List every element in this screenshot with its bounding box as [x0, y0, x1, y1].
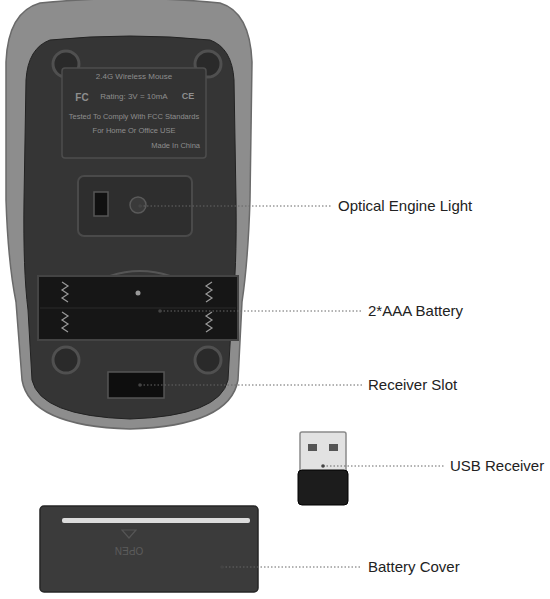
open-arrow: [122, 530, 136, 538]
mouse-shell: [6, 0, 252, 429]
printed-text: Rating: 3V = 10mA: [100, 93, 167, 102]
usb-body: [298, 470, 348, 505]
usb-hole: [329, 444, 338, 451]
compartment-divider: [40, 308, 236, 309]
receiver-slot: [108, 372, 164, 398]
printed-text: Made In China: [151, 142, 200, 150]
battery-cover: [40, 506, 258, 592]
embossed-text: OPEN: [115, 545, 143, 556]
usb-hole: [308, 444, 317, 451]
cover-slot: [62, 518, 250, 523]
battery-compartment: [38, 276, 238, 340]
label-plate: [62, 68, 206, 158]
sensor-recess: [78, 176, 192, 236]
part-label: USB Receiver: [450, 458, 544, 475]
screw: [136, 291, 141, 296]
usb-plug: [300, 432, 346, 472]
part-label: Receiver Slot: [368, 377, 457, 394]
printed-mark: FC: [75, 92, 88, 103]
printed-mark: CE: [182, 92, 195, 102]
part-label: 2*AAA Battery: [368, 303, 463, 320]
bottom-plate: [24, 36, 236, 419]
sensor-lens: [130, 197, 146, 213]
sensor-window: [94, 192, 108, 216]
leader-dots: [138, 204, 325, 569]
battery-springs: [62, 282, 212, 332]
printed-text: 2.4G Wireless Mouse: [96, 73, 172, 82]
part-label: Optical Engine Light: [338, 198, 472, 215]
part-label: Battery Cover: [368, 559, 460, 576]
printed-text: Tested To Comply With FCC Standards: [69, 113, 199, 121]
printed-text: For Home Or Office USE: [93, 127, 176, 135]
